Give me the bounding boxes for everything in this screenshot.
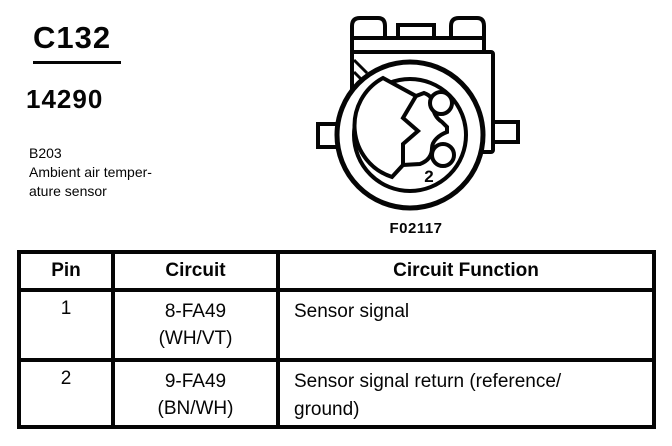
part-number: 14290 — [26, 84, 104, 114]
column-header-circuit: Circuit — [111, 254, 276, 288]
function-line: Sensor signal — [294, 301, 410, 322]
pin-number-cell: 1 — [21, 288, 111, 358]
figure-caption: F02117 — [389, 220, 443, 237]
pin-number-cell: 2 — [21, 358, 111, 425]
pin-2-cavity — [430, 142, 456, 168]
connector-face-diagram: 2 — [316, 16, 520, 211]
circuit-function-cell: Sensor signal — [276, 288, 652, 358]
function-line: ground) — [294, 399, 360, 420]
circuit-cell: 9-FA49 (BN/WH) — [111, 358, 276, 425]
connector-figure: 2 F02117 — [300, 2, 532, 237]
component-name-line: Ambient air temper- — [29, 164, 152, 180]
component-code: B203 — [29, 145, 62, 161]
component-name-line: ature sensor — [29, 183, 107, 199]
right-lock-tab — [489, 120, 520, 144]
pin-2-label: 2 — [424, 167, 433, 186]
pinout-table: Pin Circuit Circuit Function 1 8-FA49 (W… — [17, 250, 656, 429]
circuit-line: 9-FA49 — [164, 371, 227, 392]
circuit-line: (BN/WH) — [157, 398, 234, 419]
circuit-cell: 8-FA49 (WH/VT) — [111, 288, 276, 358]
column-header-circuit-function: Circuit Function — [276, 254, 652, 288]
top-ledge — [350, 36, 486, 54]
circuit-function-cell: Sensor signal return (reference/ ground) — [276, 358, 652, 425]
circuit-line: (WH/VT) — [158, 328, 233, 349]
circuit-line: 8-FA49 — [164, 301, 227, 322]
pin-1-cavity — [428, 90, 454, 116]
component-description: B203 Ambient air temper- ature sensor — [29, 144, 152, 201]
connector-id-title: C132 — [33, 20, 122, 64]
column-header-pin: Pin — [51, 260, 81, 281]
function-line: Sensor signal return (reference/ — [294, 371, 562, 392]
keyway-chevron — [400, 94, 422, 165]
